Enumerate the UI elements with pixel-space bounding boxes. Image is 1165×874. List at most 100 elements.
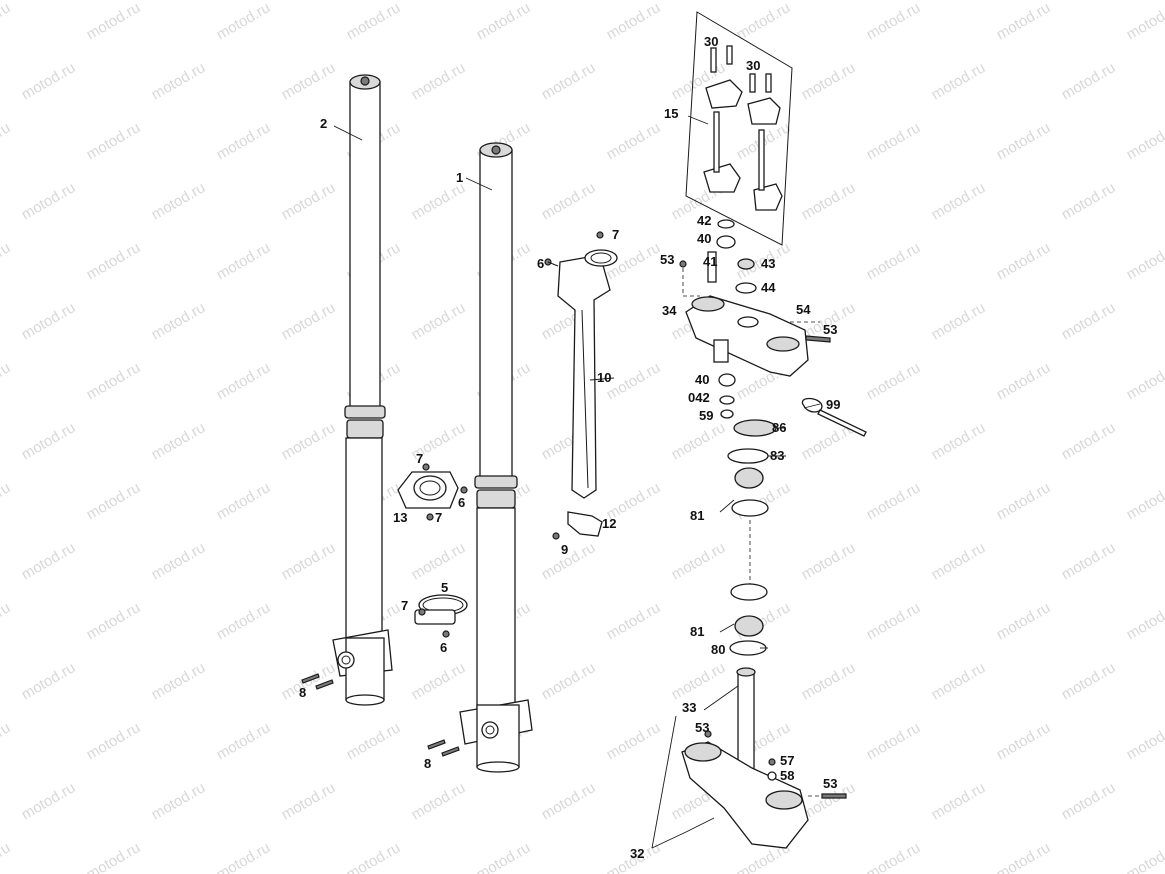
watermark-text: motod.ru <box>409 659 469 703</box>
watermark-text: motod.ru <box>474 839 534 874</box>
label-part-34: 34 <box>662 303 677 318</box>
watermark-text: motod.ru <box>864 239 924 283</box>
fork-leg-1 <box>459 142 533 773</box>
watermark-text: motod.ru <box>994 0 1054 43</box>
watermark-text: motod.ru <box>0 119 13 163</box>
watermark-text: motod.ru <box>214 359 274 403</box>
watermark-text: motod.ru <box>539 779 599 823</box>
watermark-text: motod.ru <box>19 179 79 223</box>
watermark-text: motod.ru <box>1124 239 1165 283</box>
label-part-83: 83 <box>770 448 784 463</box>
label-part-2: 2 <box>320 116 327 131</box>
label-part-1: 1 <box>456 170 463 185</box>
watermark-text: motod.ru <box>1124 599 1165 643</box>
watermark-text: motod.ru <box>0 0 13 43</box>
watermark-text: motod.ru <box>539 539 599 583</box>
watermark-text: motod.ru <box>994 479 1054 523</box>
watermark-text: motod.ru <box>344 719 404 763</box>
watermark-text: motod.ru <box>19 299 79 343</box>
watermark-text: motod.ru <box>214 599 274 643</box>
label-part-53-stem: 53 <box>695 720 709 735</box>
watermark-text: motod.ru <box>929 659 989 703</box>
bracket-12 <box>567 511 603 537</box>
label-part-10: 10 <box>597 370 611 385</box>
watermark-text: motod.ru <box>279 419 339 463</box>
watermark-text: motod.ru <box>0 239 13 283</box>
label-part-042: 042 <box>688 390 710 405</box>
watermark-text: motod.ru <box>799 179 859 223</box>
label-part-41: 41 <box>703 254 717 269</box>
label-part-8-middle: 8 <box>424 756 431 771</box>
watermark-text: motod.ru <box>214 719 274 763</box>
label-part-30-b: 30 <box>746 58 760 73</box>
watermark-text: motod.ru <box>604 719 664 763</box>
watermark-text: motod.ru <box>214 0 274 43</box>
watermark-text: motod.ru <box>669 659 729 703</box>
label-part-86: 86 <box>772 420 786 435</box>
watermark-text: motod.ru <box>994 599 1054 643</box>
label-part-33: 33 <box>682 700 696 715</box>
watermark-text: motod.ru <box>734 0 794 43</box>
steering-parts <box>718 373 867 656</box>
watermark-text: motod.ru <box>0 599 13 643</box>
watermark-text: motod.ru <box>799 59 859 103</box>
watermark-text: motod.ru <box>409 779 469 823</box>
watermark-text: motod.ru <box>19 59 79 103</box>
label-part-58: 58 <box>780 768 794 783</box>
watermark-text: motod.ru <box>0 479 13 523</box>
label-part-12: 12 <box>602 516 616 531</box>
watermark-text: motod.ru <box>0 359 13 403</box>
watermark-text: motod.ru <box>19 539 79 583</box>
label-part-80: 80 <box>711 642 725 657</box>
label-part-9: 9 <box>561 542 568 557</box>
handlebar-clamp-kit-15 <box>685 11 793 246</box>
watermark-text: motod.ru <box>19 419 79 463</box>
watermark-text: motod.ru <box>994 839 1054 874</box>
watermark-text: motod.ru <box>1124 479 1165 523</box>
watermark-text: motod.ru <box>994 719 1054 763</box>
label-part-44: 44 <box>761 280 776 295</box>
upper-triple-clamp-34 <box>685 295 831 377</box>
watermark-text: motod.ru <box>19 779 79 823</box>
watermark-text: motod.ru <box>149 179 209 223</box>
label-part-53-lower-clamp: 53 <box>823 776 837 791</box>
label-part-40-top: 40 <box>697 231 711 246</box>
watermark-text: motod.ru <box>84 719 144 763</box>
watermark-text: motod.ru <box>604 359 664 403</box>
watermark-text: motod.ru <box>149 299 209 343</box>
watermark-text: motod.ru <box>1059 659 1119 703</box>
lower-triple-clamp-32 <box>681 667 847 849</box>
label-part-7-clamp13-bottom: 7 <box>435 510 442 525</box>
watermark-text: motod.ru <box>539 179 599 223</box>
watermark-text: motod.ru <box>149 419 209 463</box>
watermark-text: motod.ru <box>0 719 13 763</box>
part-labels: 2 1 6 7 10 7 6 13 7 12 9 5 7 6 8 8 30 30… <box>299 34 840 861</box>
label-part-99: 99 <box>826 397 840 412</box>
label-part-8-left: 8 <box>299 685 306 700</box>
watermark-text: motod.ru <box>1059 419 1119 463</box>
watermark-text: motod.ru <box>929 59 989 103</box>
bolts-left <box>301 231 604 757</box>
watermark-text: motod.ru <box>929 419 989 463</box>
watermark-text: motod.ru <box>409 539 469 583</box>
fork-guard-10 <box>557 249 618 499</box>
watermark-text: motod.ru <box>214 239 274 283</box>
watermark-text: motod.ru <box>474 0 534 43</box>
label-part-5: 5 <box>441 580 448 595</box>
watermark-text: motod.ru <box>279 179 339 223</box>
label-part-7-top: 7 <box>612 227 619 242</box>
watermark-text: motod.ru <box>1124 839 1165 874</box>
label-part-42: 42 <box>697 213 711 228</box>
label-part-7-clamp13-top: 7 <box>416 451 423 466</box>
watermark-text: motod.ru <box>799 659 859 703</box>
watermark-text: motod.ru <box>799 539 859 583</box>
label-part-7-clamp5: 7 <box>401 598 408 613</box>
watermark-text: motod.ru <box>1124 0 1165 43</box>
clamp-13 <box>397 471 459 509</box>
watermark-text: motod.ru <box>409 59 469 103</box>
watermark-text: motod.ru <box>994 239 1054 283</box>
watermark-text: motod.ru <box>84 119 144 163</box>
watermark-text: motod.ru <box>409 179 469 223</box>
watermark-text: motod.ru <box>344 839 404 874</box>
watermark-text: motod.ru <box>864 0 924 43</box>
